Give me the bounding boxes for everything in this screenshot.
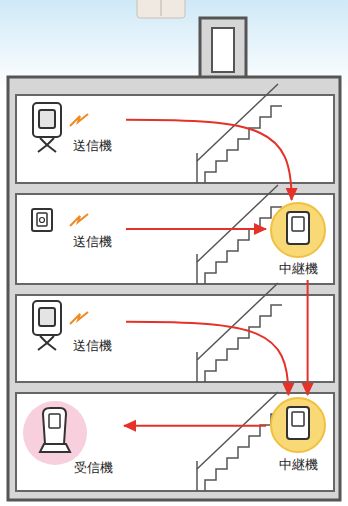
node-label: 送信機 — [73, 234, 112, 250]
transmitter-node: 送信機 — [26, 204, 126, 254]
repeater-node: 中継機 — [266, 395, 330, 477]
signal-bolt — [70, 312, 88, 324]
node-label: 中継機 — [279, 457, 318, 473]
stair-post — [196, 153, 198, 183]
receiver-device — [40, 408, 70, 452]
receiver-halo — [23, 401, 87, 465]
repeater-halo — [271, 398, 325, 452]
stair-rail — [197, 283, 278, 360]
stairs — [197, 84, 282, 491]
stair-rail — [197, 84, 278, 161]
stair-post — [196, 254, 198, 284]
floor-room — [16, 194, 334, 284]
node-label: 送信機 — [73, 338, 112, 354]
repeater-device — [287, 407, 309, 439]
building-body — [8, 77, 340, 500]
device-edge — [137, 0, 185, 18]
node-label: 中継機 — [279, 261, 318, 277]
node-label: 受信機 — [74, 460, 113, 476]
stair-post — [196, 352, 198, 382]
signal-bolt — [70, 114, 88, 126]
signal-bolt — [70, 214, 88, 226]
signal-arrow — [307, 280, 309, 395]
node-label: 送信機 — [73, 138, 112, 154]
repeater-halo — [271, 203, 325, 257]
sensor-transmitter — [33, 301, 61, 350]
repeater-node: 中継機 — [266, 200, 330, 280]
stair-rail — [197, 185, 278, 262]
penthouse-door — [212, 28, 234, 72]
repeater-device — [287, 212, 309, 244]
transmitter-node: 送信機 — [26, 300, 126, 362]
floor-room — [16, 393, 334, 491]
receiver-node: 受信機 — [20, 398, 124, 480]
sensor-transmitter — [33, 103, 61, 152]
penthouse — [200, 18, 246, 78]
signal-arrow — [124, 425, 266, 427]
transmitter-node: 送信機 — [26, 98, 126, 160]
floor-room — [16, 95, 334, 183]
floor-room — [16, 295, 334, 382]
button-transmitter — [32, 209, 52, 231]
signal-arrow — [126, 120, 292, 200]
device-seam — [161, 0, 162, 16]
signal-arrow — [126, 322, 288, 395]
signal-arrow — [126, 228, 266, 230]
stair-rail — [197, 392, 278, 469]
stair-post — [196, 461, 198, 491]
